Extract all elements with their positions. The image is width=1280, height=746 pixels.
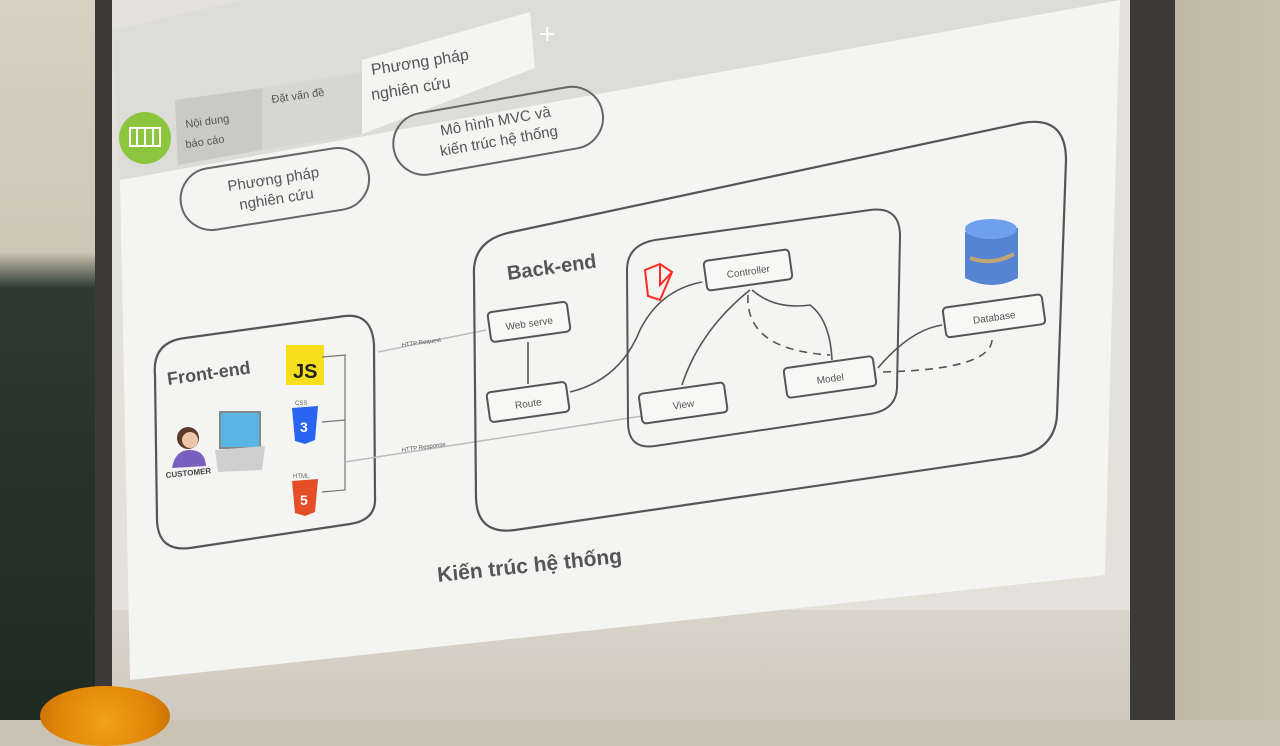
tab-dat-van-de[interactable] [262,72,362,150]
wall-left [0,0,110,720]
http-request-arrow [377,329,487,353]
web-server-node: Web serve [486,300,572,343]
svg-text:5: 5 [300,492,308,508]
html5-icon: HTML 5 [292,474,318,516]
database-node: Database [941,293,1047,339]
view-node: View [637,381,729,425]
css-label: CSS [295,401,307,407]
controller-node: Controller [702,248,794,292]
backend-box [472,120,1068,532]
tab-noi-dung[interactable] [175,88,262,165]
frontend-box [153,314,377,550]
flower-decoration [40,686,170,746]
model-node: Model [782,355,878,399]
tab-phuong-phap[interactable] [362,12,535,134]
database-icon [965,219,1018,285]
http-response-arrow [344,415,643,463]
svg-text:3: 3 [300,419,308,435]
route-label: Route [514,397,542,412]
http-request-label: HTTP Request [401,337,441,348]
css3-icon: CSS 3 [292,401,318,444]
view-label: View [672,398,696,412]
laptop-icon [215,411,265,472]
model-label: Model [816,372,845,387]
mvc-box [625,208,902,448]
add-tab-button[interactable]: + [538,22,557,47]
route-node: Route [485,381,571,423]
js-badge-text: JS [293,361,317,383]
tab-noi-dung-line2: báo cáo [185,134,225,151]
laravel-icon [643,262,674,302]
html-label: HTML [293,474,310,480]
logo-icon [119,112,171,164]
js-icon: JS [286,345,324,385]
projected-slide: Nội dung báo cáo Đặt vấn đề Phương pháp … [112,0,1120,680]
